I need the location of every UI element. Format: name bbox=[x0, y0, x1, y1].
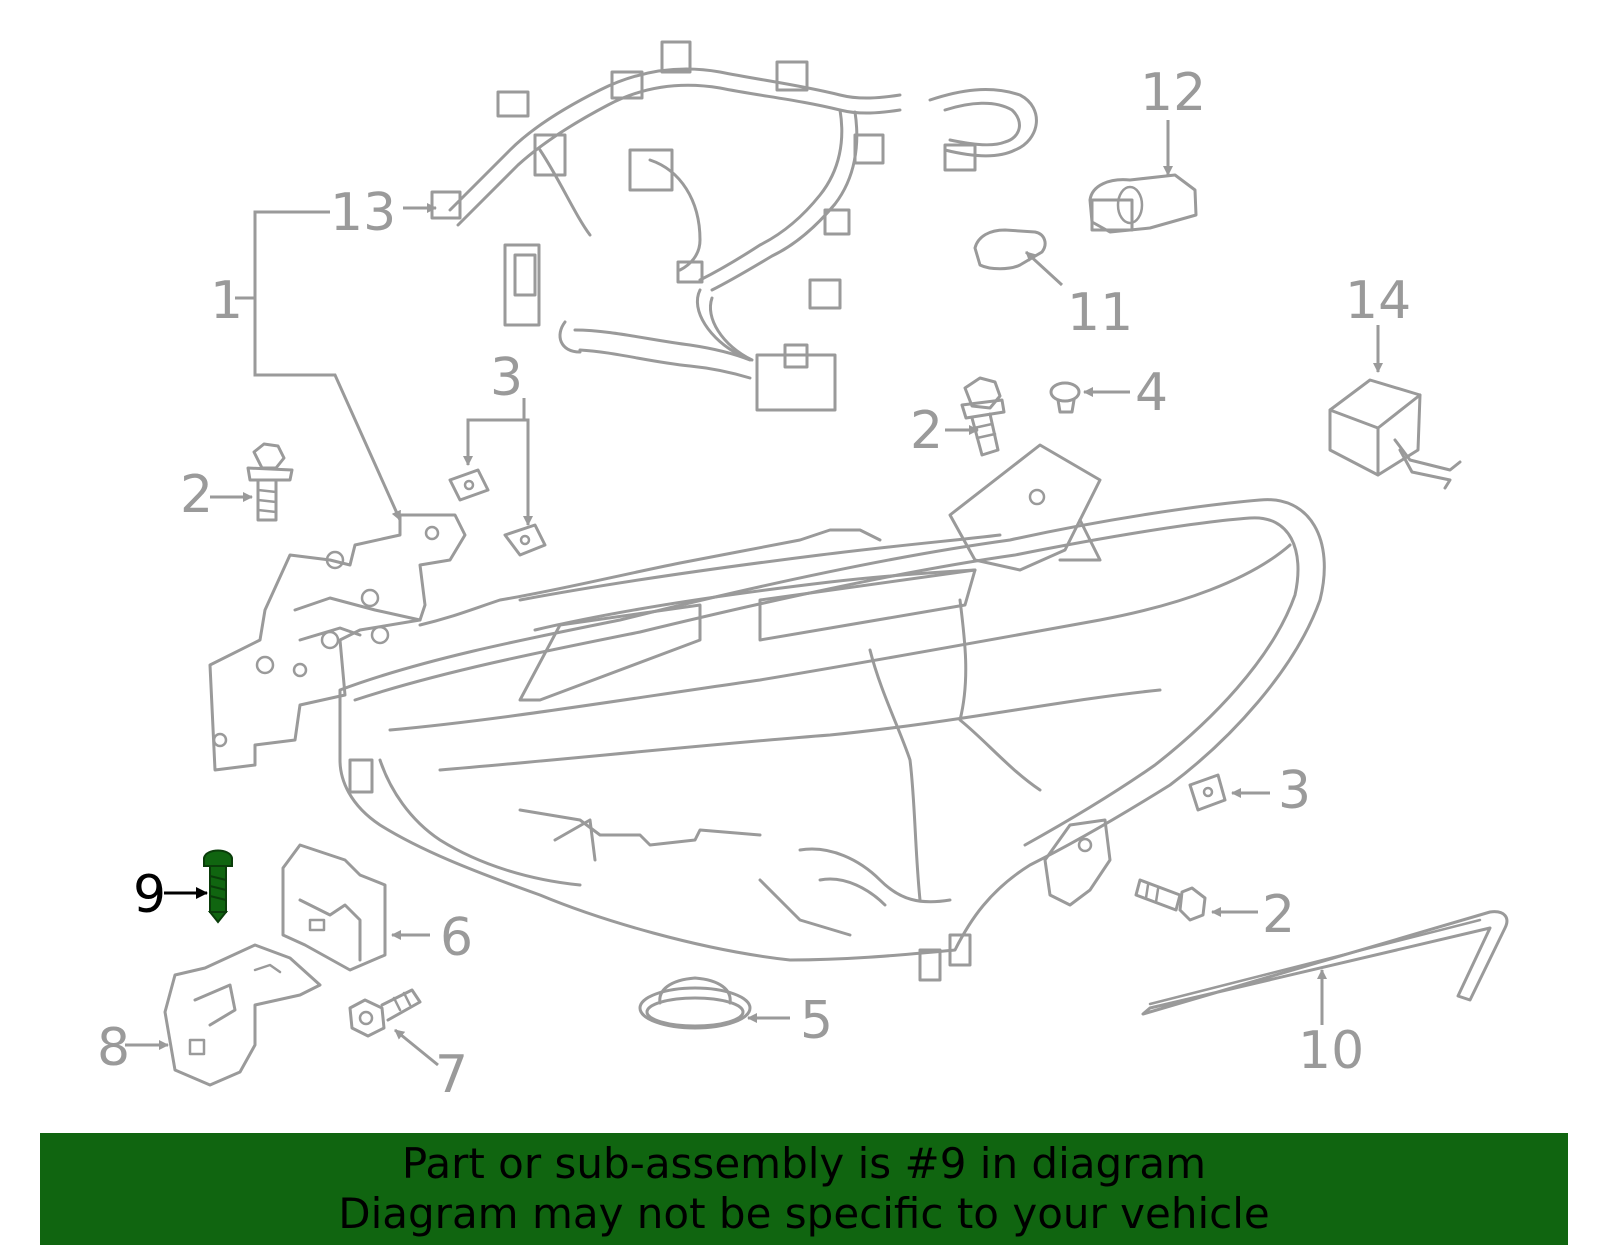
pin-clip bbox=[1049, 381, 1130, 414]
callout-14: 14 bbox=[1345, 271, 1411, 331]
callout-12: 12 bbox=[1140, 63, 1206, 123]
callout-3-top: 3 bbox=[490, 348, 523, 408]
clip-nut-right bbox=[1188, 773, 1270, 812]
control-module bbox=[1328, 378, 1462, 490]
callout-11: 11 bbox=[1067, 283, 1133, 343]
callout-1: 1 bbox=[210, 271, 243, 331]
bolt-center bbox=[945, 376, 1006, 457]
bulb bbox=[973, 228, 1064, 287]
socket bbox=[1088, 120, 1198, 234]
trim-strip bbox=[1141, 910, 1509, 1025]
bracket-1 bbox=[235, 210, 402, 521]
callout-10: 10 bbox=[1298, 1021, 1364, 1081]
grommet bbox=[638, 976, 790, 1030]
callout-9: 9 bbox=[133, 865, 166, 925]
headlamp-assembly bbox=[208, 443, 1326, 982]
callout-6: 6 bbox=[440, 908, 473, 968]
banner-line-part: Part or sub-assembly is #9 in diagram bbox=[401, 1139, 1207, 1188]
bracket-8 bbox=[125, 943, 322, 1087]
callout-4: 4 bbox=[1135, 363, 1168, 423]
callout-5: 5 bbox=[800, 991, 833, 1051]
callout-13: 13 bbox=[330, 183, 396, 243]
callout-2-center: 2 bbox=[910, 401, 943, 461]
wiring-harness bbox=[430, 40, 1038, 412]
callout-3-right: 3 bbox=[1278, 761, 1311, 821]
banner-line-disclaimer: Diagram may not be specific to your vehi… bbox=[338, 1189, 1270, 1238]
screw-7 bbox=[348, 988, 439, 1067]
callout-labels: 1 2 2 2 3 3 4 5 6 7 8 9 10 11 12 13 14 bbox=[97, 63, 1411, 1105]
info-banner: Part or sub-assembly is #9 in diagram Di… bbox=[40, 1133, 1568, 1245]
bolt-right bbox=[1134, 878, 1258, 922]
callout-2-right: 2 bbox=[1262, 885, 1295, 945]
clip-nut-group-top bbox=[448, 398, 547, 557]
callout-7: 7 bbox=[435, 1045, 468, 1105]
bolt-left bbox=[210, 442, 294, 522]
callout-8: 8 bbox=[97, 1018, 130, 1078]
screw-9-highlighted bbox=[164, 849, 233, 924]
callout-2-left: 2 bbox=[180, 465, 213, 525]
adjuster bbox=[281, 843, 430, 972]
